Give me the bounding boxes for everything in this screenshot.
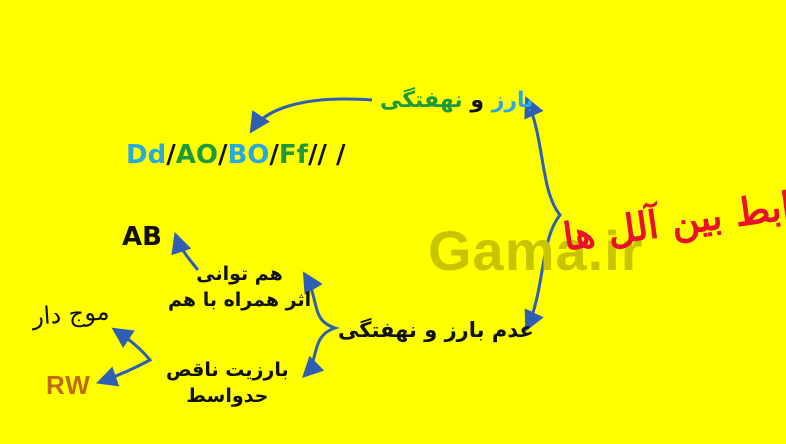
co-dominance-line2: اثر همراه با هم [168, 288, 312, 311]
codominance-part1: بارز [491, 88, 534, 113]
co-dominance-label: هم توانی اثر همراه با هم [168, 262, 311, 313]
co-dominance-line1: هم توانی [196, 263, 283, 285]
arrow-to-ab [171, 232, 200, 271]
brace-incomplete [96, 327, 153, 387]
genotype-sep-2: / [217, 140, 228, 170]
genotype-ao: AO [175, 140, 218, 170]
incomplete-line1: بارزیت ناقص [166, 359, 289, 381]
genotype-sep-1: / [166, 140, 176, 170]
genotype-tail: // / [307, 140, 346, 170]
genotype-bo: BO [227, 140, 270, 170]
ab-example: AB [122, 222, 162, 252]
codominance-part3: نهفتگی [380, 88, 463, 113]
incomplete-dominance-label: بارزیت ناقص حدواسط [166, 358, 289, 409]
arrow-to-genotypes [249, 97, 373, 134]
genotype-sep-3: / [269, 140, 279, 170]
genotype-list: Dd/AO/BO/Ff// / [126, 140, 345, 170]
codominance-part2: و [470, 88, 485, 113]
no-codominance-label: عدم بارز و نهفتگی [338, 318, 534, 342]
codominance-label: بارز و نهفتگی [380, 88, 534, 113]
handwritten-note: موج دار [31, 297, 111, 331]
genotype-dd: Dd [126, 140, 167, 170]
watermark: Gama.ir [428, 219, 644, 282]
brace-subtypes [302, 271, 340, 378]
brace-root [524, 96, 562, 332]
rw-example: RW [46, 370, 91, 400]
genotype-ff: Ff [278, 140, 308, 170]
incomplete-line2: حدواسط [186, 384, 269, 407]
